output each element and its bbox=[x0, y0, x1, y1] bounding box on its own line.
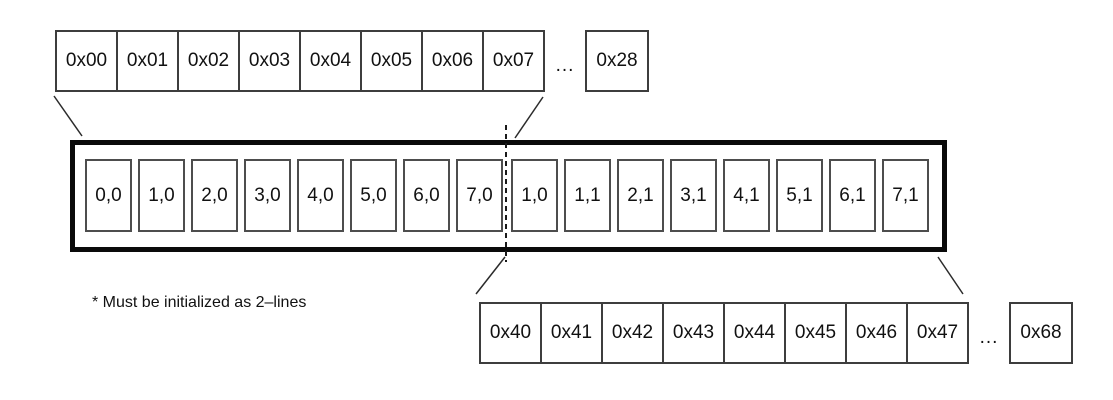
address-cell: 0x06 bbox=[421, 30, 484, 92]
address-cell: 0x40 bbox=[479, 302, 542, 364]
address-cell: 0x00 bbox=[55, 30, 118, 92]
address-cell: 0x45 bbox=[784, 302, 847, 364]
ddram-cell: 6,0 bbox=[403, 159, 450, 232]
address-cell: 0x02 bbox=[177, 30, 240, 92]
ddram-cell: 6,1 bbox=[829, 159, 876, 232]
line-split-divider bbox=[505, 125, 507, 262]
footnote-text: * Must be initialized as 2–lines bbox=[92, 294, 307, 311]
connector-top-right-line bbox=[514, 96, 544, 139]
address-cell: 0x05 bbox=[360, 30, 423, 92]
address-cell: 0x42 bbox=[601, 302, 664, 364]
ddram-cell: 3,0 bbox=[244, 159, 291, 232]
row2-address-strip: 0x40 0x41 0x42 0x43 0x44 0x45 0x46 0x47 … bbox=[479, 302, 1073, 364]
ddram-cell: 7,0 bbox=[456, 159, 503, 232]
address-cell: 0x47 bbox=[906, 302, 969, 364]
ddram-cell: 1,1 bbox=[564, 159, 611, 232]
address-cell: 0x01 bbox=[116, 30, 179, 92]
ddram-cell: 3,1 bbox=[670, 159, 717, 232]
connector-bottom-right-line bbox=[937, 256, 964, 295]
ddram-cell: 7,1 bbox=[882, 159, 929, 232]
row2-ellipsis: ... bbox=[979, 327, 999, 348]
address-cell: 0x46 bbox=[845, 302, 908, 364]
row1-ellipsis: ... bbox=[555, 55, 575, 76]
connector-bottom-left-line bbox=[475, 256, 506, 295]
ddram-cell: 4,0 bbox=[297, 159, 344, 232]
display-ram-box: 0,0 1,0 2,0 3,0 4,0 5,0 6,0 7,0 1,0 1,1 … bbox=[70, 140, 947, 252]
address-cell: 0x07 bbox=[482, 30, 545, 92]
address-cell: 0x41 bbox=[540, 302, 603, 364]
ddram-cell: 1,0 bbox=[138, 159, 185, 232]
address-cell: 0x04 bbox=[299, 30, 362, 92]
ddram-cell: 2,0 bbox=[191, 159, 238, 232]
row1-joined-cells: 0x00 0x01 0x02 0x03 0x04 0x05 0x06 0x07 bbox=[55, 30, 545, 92]
ddram-cell: 1,0 bbox=[511, 159, 558, 232]
ddram-cell: 5,1 bbox=[776, 159, 823, 232]
row2-joined-cells: 0x40 0x41 0x42 0x43 0x44 0x45 0x46 0x47 bbox=[479, 302, 969, 364]
row1-address-strip: 0x00 0x01 0x02 0x03 0x04 0x05 0x06 0x07 … bbox=[55, 30, 649, 92]
address-cell: 0x44 bbox=[723, 302, 786, 364]
address-cell: 0x03 bbox=[238, 30, 301, 92]
address-cell-end: 0x68 bbox=[1009, 302, 1073, 364]
connector-top-left-line bbox=[53, 95, 83, 137]
ddram-cell: 5,0 bbox=[350, 159, 397, 232]
ddram-cell: 0,0 bbox=[85, 159, 132, 232]
ddram-cell: 4,1 bbox=[723, 159, 770, 232]
address-cell-end: 0x28 bbox=[585, 30, 649, 92]
address-cell: 0x43 bbox=[662, 302, 725, 364]
ddram-cell: 2,1 bbox=[617, 159, 664, 232]
